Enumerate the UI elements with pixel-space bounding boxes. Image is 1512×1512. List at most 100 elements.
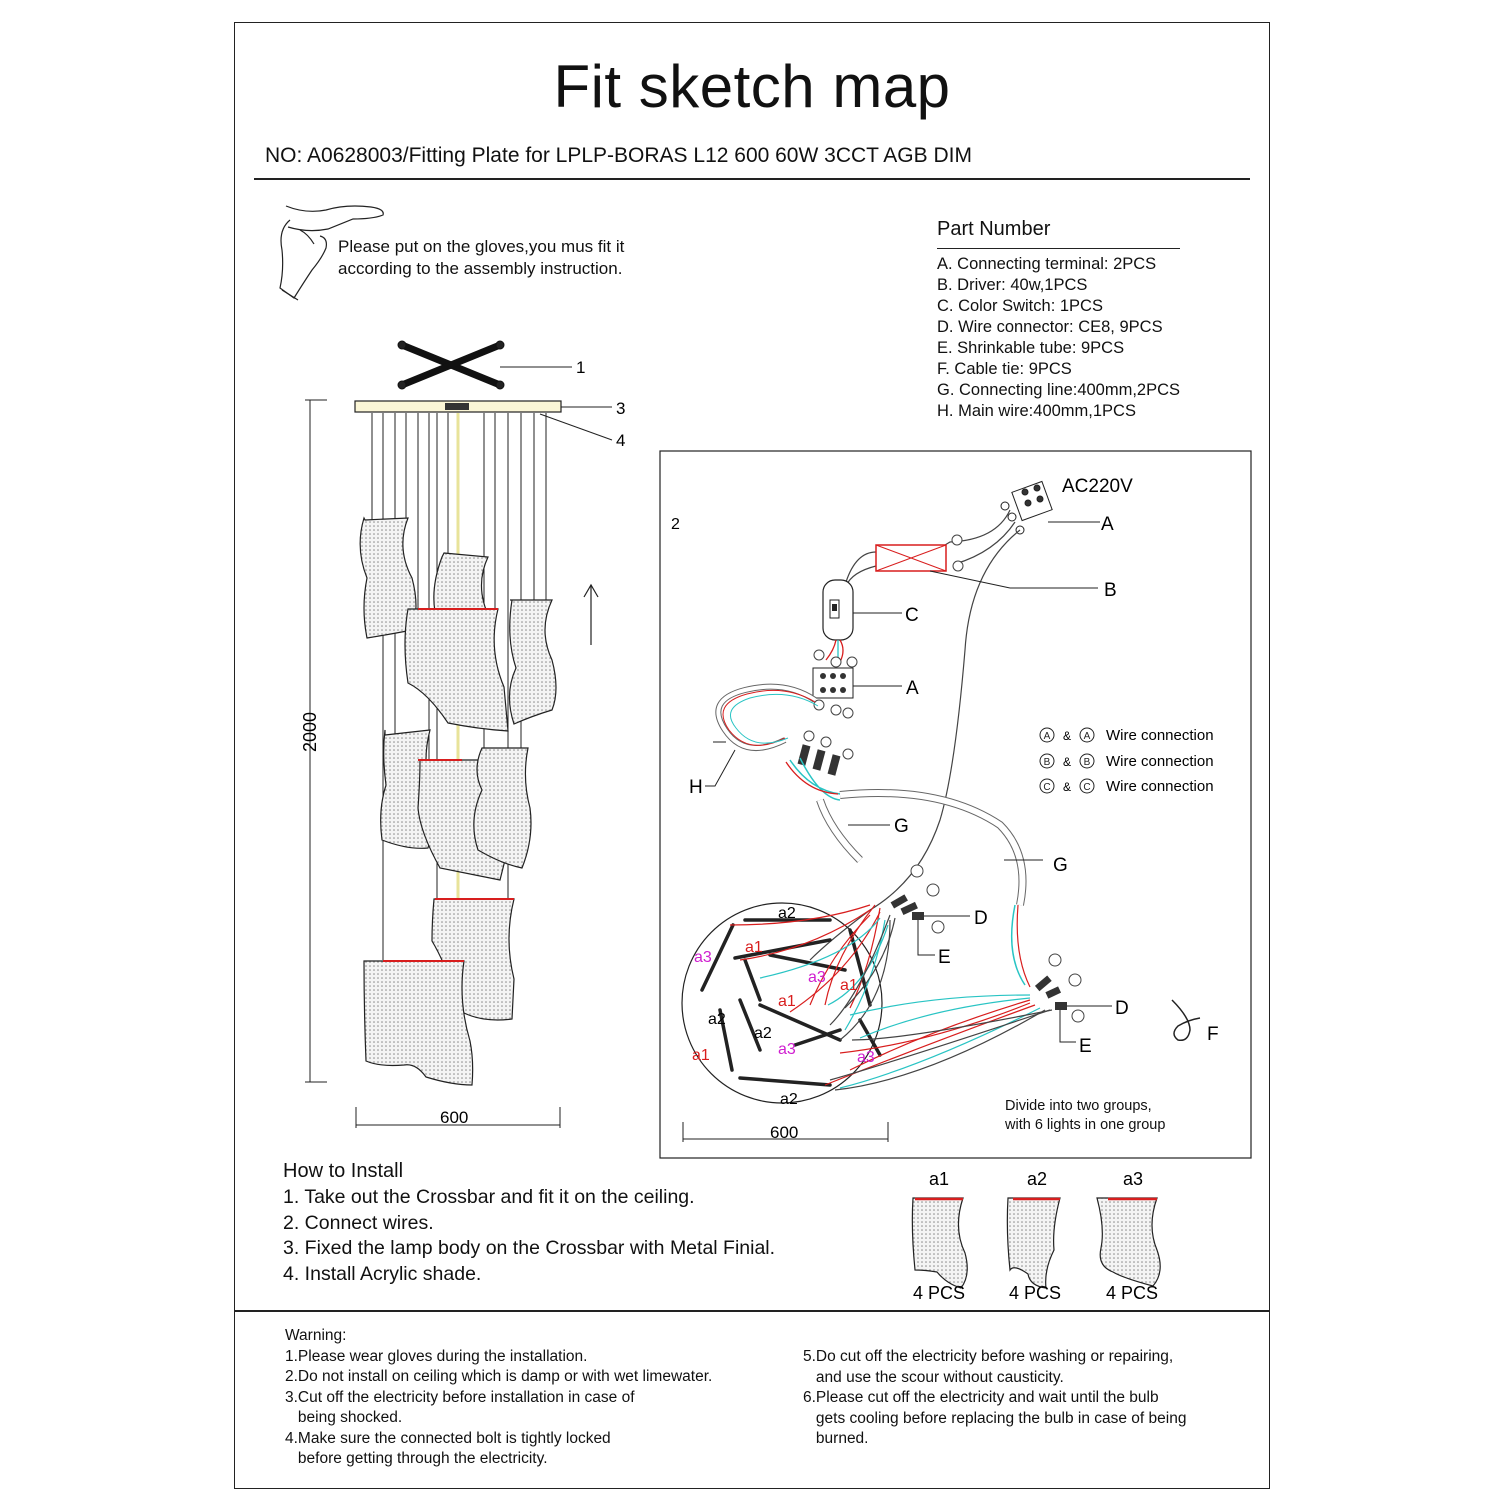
legend-text: Wire connection [1106,778,1214,795]
layout-label-a2: a2 [780,1091,798,1108]
layout-label-a3: a3 [694,949,712,966]
panel-width-dim-label: 600 [770,1123,798,1142]
connecting-line-g [785,757,1027,906]
label-a-top: A [1101,514,1114,535]
cable-tie-icon [1171,999,1201,1042]
gloves-note: Please put on the gloves,you mus fit it … [338,236,624,280]
callout-1: 1 [576,358,585,377]
lift-arrow [583,583,599,645]
parts-title: Part Number [937,218,1051,240]
label-f: F [1207,1024,1219,1045]
layout-label-a2: a2 [778,905,796,922]
terminal-block-icon [812,649,858,719]
legend-amp: & [1063,729,1071,743]
warning-item: 6.Please cut off the electricity and wai… [803,1389,1159,1406]
warning-right: 5.Do cut off the electricity before wash… [803,1347,1186,1450]
warning-item: 2.Do not install on ceiling which is dam… [285,1368,713,1385]
label-a-mid: A [906,678,919,699]
width-dimension [355,1107,561,1128]
part-item: F. Cable tie: 9PCS [937,360,1072,378]
warning-title: Warning: [285,1327,347,1344]
warning-item: 5.Do cut off the electricity before wash… [803,1348,1174,1365]
legend-marks [1039,727,1095,794]
page-title: Fit sketch map [553,53,951,120]
callout-4: 4 [616,431,625,450]
header-divider [254,178,1250,180]
side-width-dim-label: 600 [440,1108,468,1127]
parts-title-underline [937,248,1180,250]
shade-qty: 4 PCS [1009,1283,1061,1303]
color-switch-icon [822,579,854,641]
warning-left: Warning: 1.Please wear gloves during the… [285,1326,712,1470]
legend-letter: A [1084,731,1091,742]
shade-name: a1 [929,1169,949,1189]
connector-cluster-right [1034,953,1085,1023]
layout-label-a1: a1 [778,993,796,1010]
grouping-note-line: with 6 lights in one group [1005,1117,1166,1133]
label-b: B [1104,580,1117,601]
label-e-right: E [1079,1036,1092,1057]
page-subtitle: NO: A0628003/Fitting Plate for LPLP-BORA… [265,144,972,167]
shade-qty: 4 PCS [1106,1283,1158,1303]
legend-letter: B [1044,757,1051,768]
legend-text: Wire connection [1106,753,1214,770]
shade-parts [911,1197,1161,1289]
legend-letter: A [1044,731,1051,742]
panel-width-dimension [682,1122,889,1142]
grouping-note-line: Divide into two groups, [1005,1098,1152,1114]
wiring-panel [659,450,1252,1159]
main-wire [715,683,819,751]
warning-item: gets cooling before replacing the bulb i… [803,1409,1187,1427]
warning-item: being shocked. [285,1409,403,1426]
crossbar-icon [397,340,505,390]
part-item: D. Wire connector: CE8, 9PCS [937,318,1163,336]
callout-3: 3 [616,399,625,418]
shade-group [359,516,557,1086]
legend-letter: B [1084,757,1091,768]
gloves-icon [279,205,384,301]
part-item: H. Main wire:400mm,1PCS [937,402,1136,420]
layout-label-a1: a1 [745,939,763,956]
legend-letter: C [1043,782,1050,793]
panel-number: 2 [671,516,680,533]
wire-bundle-right [824,904,1053,1091]
height-dimension [305,399,327,1083]
shade-rims [383,608,514,962]
part-item: B. Driver: 40w,1PCS [937,276,1088,294]
connector-cluster-top [797,730,854,776]
connector-cluster-left [890,864,945,934]
height-dim-label: 2000 [300,712,320,752]
terminal-block-icon [1000,480,1053,535]
part-item: A. Connecting terminal: 2PCS [937,255,1157,273]
voltage-label: AC220V [1062,476,1133,497]
legend-amp: & [1063,755,1071,769]
part-item: E. Shrinkable tube: 9PCS [937,339,1125,357]
shade-name: a3 [1123,1169,1143,1189]
grouping-note: Divide into two groups, with 6 lights in… [1005,1097,1165,1135]
layout-label-a1: a1 [840,977,858,994]
label-g-right: G [1053,855,1068,876]
shade-name: a2 [1027,1169,1047,1189]
side-view [305,340,613,1128]
label-c: C [905,605,919,626]
warning-item: burned. [803,1430,869,1447]
layout-label-a2: a2 [754,1025,772,1042]
layout-label-a3: a3 [778,1041,796,1058]
legend-amp: & [1063,780,1071,794]
label-d-right: D [1115,998,1129,1019]
driver-icon [875,544,947,572]
label-h: H [689,777,703,798]
install-steps: 1. Take out the Crossbar and fit it on t… [283,1185,775,1287]
legend-text: Wire connection [1106,727,1214,744]
install-step: 3. Fixed the lamp body on the Crossbar w… [283,1237,776,1259]
label-e-left: E [938,947,951,968]
install-title: How to Install [283,1160,404,1182]
part-item: C. Color Switch: 1PCS [937,297,1103,315]
install-step: 4. Install Acrylic shade. [283,1262,482,1285]
warning-item: 1.Please wear gloves during the installa… [285,1347,588,1365]
part-item: G. Connecting line:400mm,2PCS [937,381,1181,399]
gloves-note-line-2: according to the assembly instruction. [338,259,623,278]
install-step: 1. Take out the Crossbar and fit it on t… [283,1186,695,1208]
legend-letter: C [1083,782,1090,793]
